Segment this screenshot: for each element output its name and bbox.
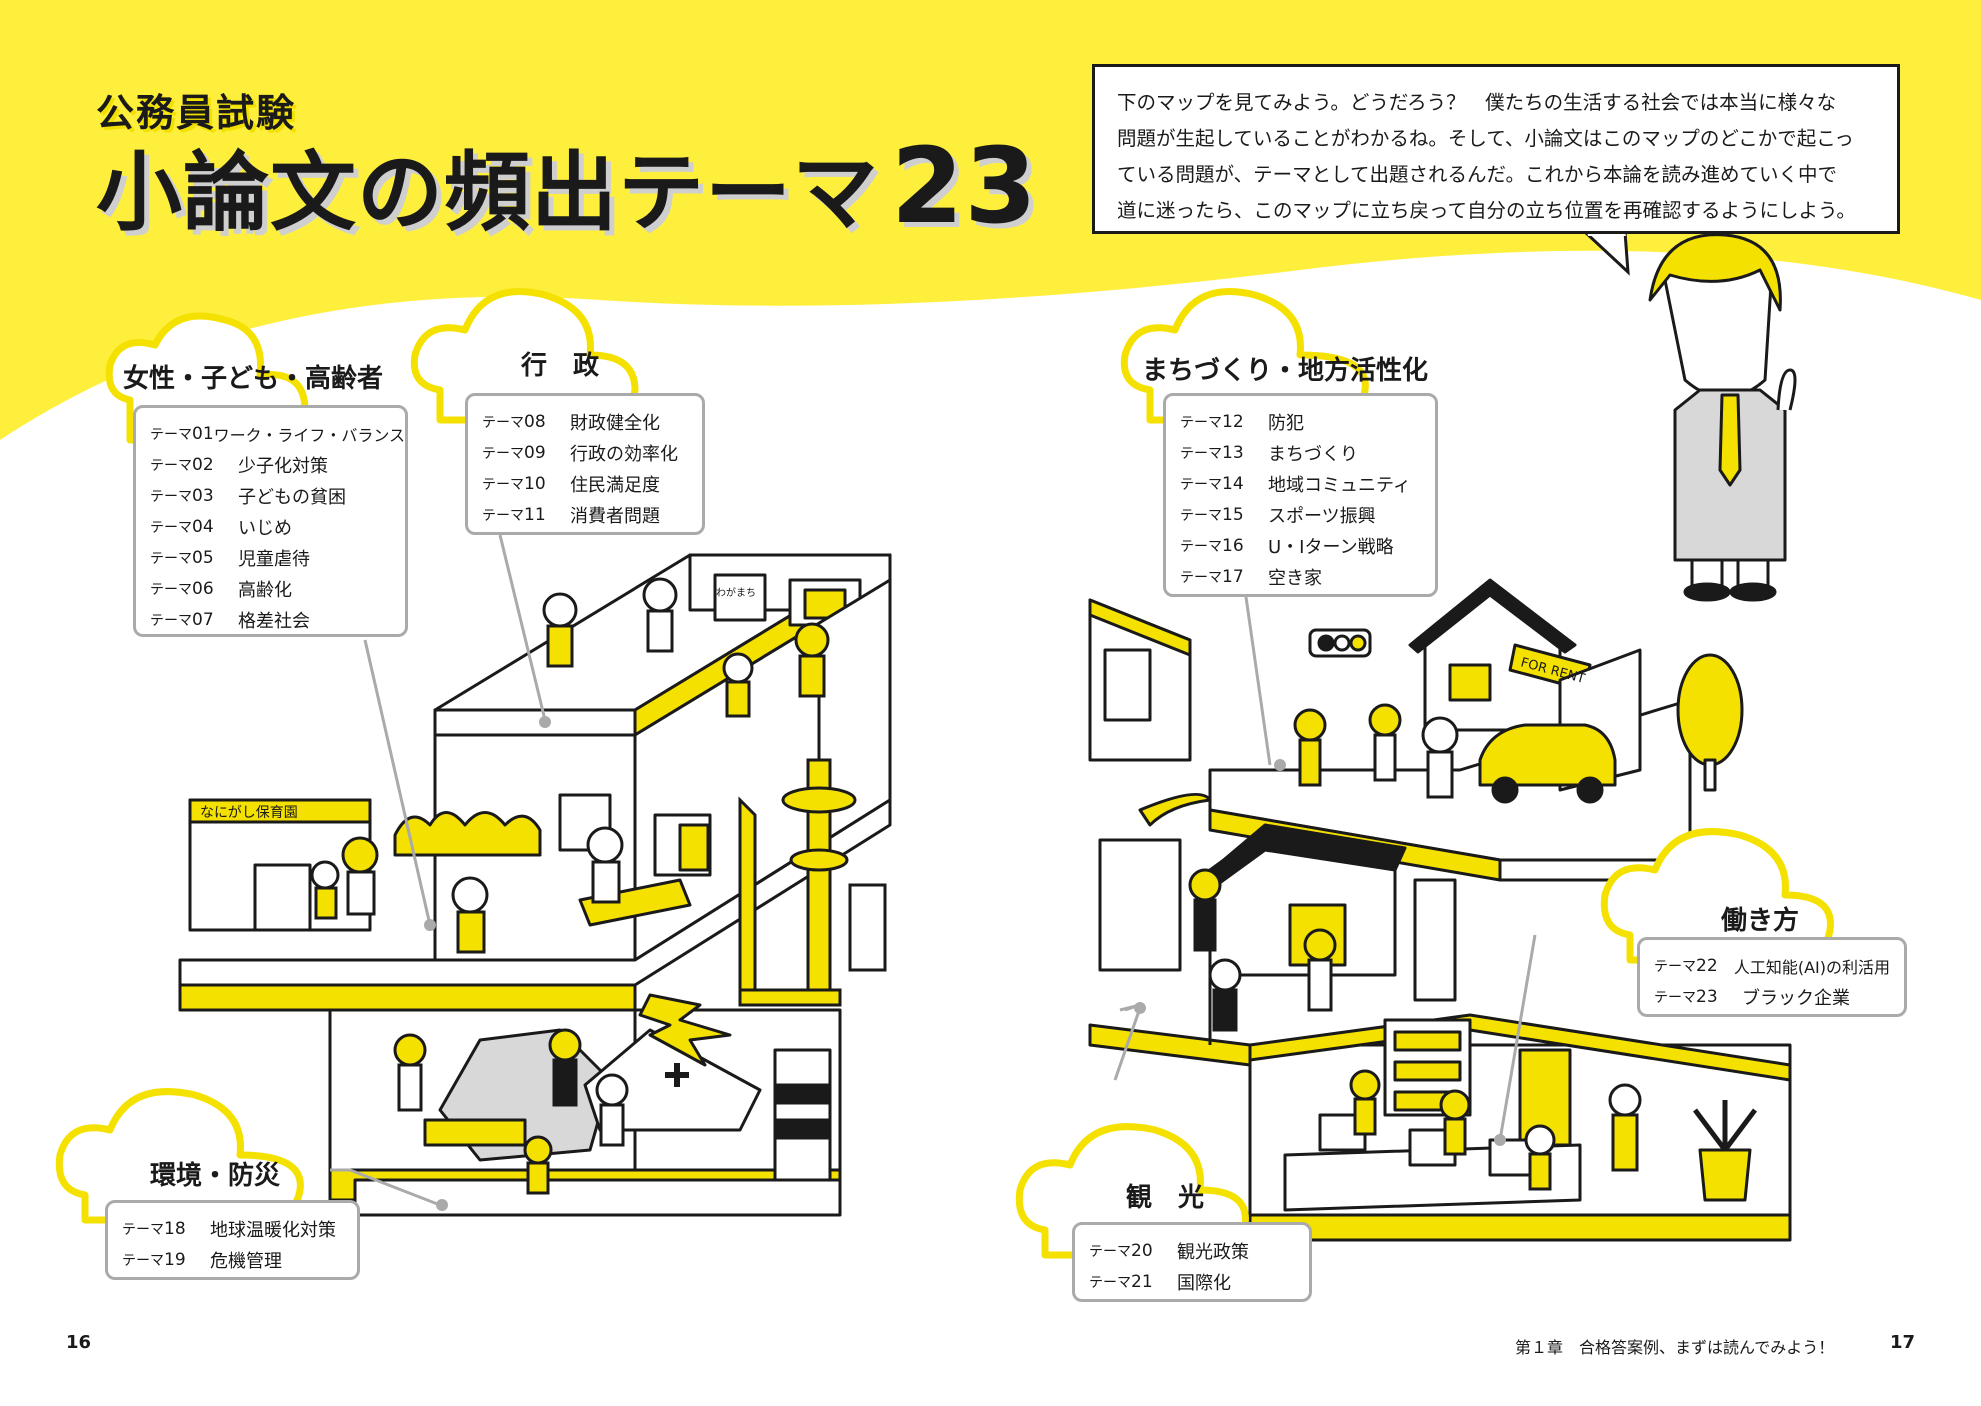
title-sub: 公務員試験	[96, 91, 297, 135]
speech-line: 道に迷ったら、このマップに立ち戻って自分の立ち位置を再確認するようにしよう。	[1117, 199, 1856, 222]
page-number-right: 17	[1890, 1332, 1916, 1353]
yellow-pipe	[738, 796, 757, 992]
speech-tail	[1581, 230, 1630, 276]
left-building	[178, 553, 892, 1217]
category-heading-environment: 環境・防災	[149, 1161, 280, 1191]
chapter-title: 第１章 合格答案例、まずは読んでみよう！	[1515, 1338, 1835, 1357]
category-heading-tourism: 観 光	[1125, 1183, 1204, 1213]
title-number: 23	[891, 125, 1038, 247]
speech-bubble: 下のマップを見てみよう。どうだろう？ 僕たちの生活する社会では本当に様々な 問題…	[1092, 64, 1900, 234]
speech-line: 問題が生起していることがわかるね。そして、小論文はこのマップのどこかで起こっ	[1117, 127, 1854, 150]
page-number-left: 16	[66, 1332, 92, 1353]
tower	[781, 690, 857, 992]
speech-line: ている問題が、テーマとして出題されるんだ。これから本論を読み進めていく中で	[1117, 163, 1837, 186]
category-heading-administration: 行 政	[520, 351, 599, 381]
category-heading-women-children-elderly: 女性・子ども・高齢者	[122, 364, 383, 394]
leader-dots	[424, 716, 1506, 1211]
people-left	[310, 577, 830, 1195]
narrator-character	[1648, 233, 1797, 602]
nursery-sign: なにがし保育園	[200, 805, 298, 821]
poster-sign: わがまち	[716, 586, 756, 599]
speech-line: 下のマップを見てみよう。どうだろう？ 僕たちの生活する社会では本当に様々な	[1117, 91, 1837, 114]
people-right	[1188, 703, 1642, 1191]
category-heading-town-planning: まちづくり・地方活性化	[1141, 356, 1428, 386]
category-heading-work-style: 働き方	[1720, 906, 1799, 936]
title-main: 小論文の頻出テーマ	[96, 143, 879, 243]
